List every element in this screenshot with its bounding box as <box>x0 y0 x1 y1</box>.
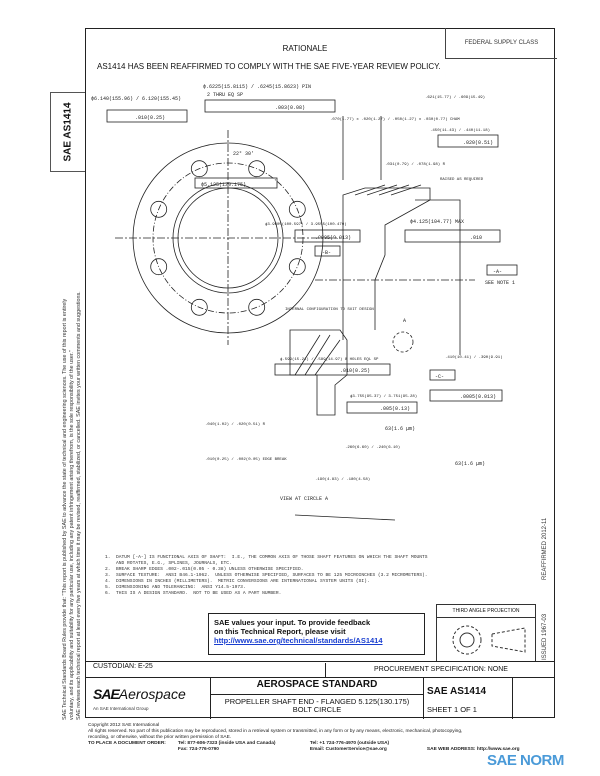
dim-recess: ϕ3.755(95.37) / 3.751(95.28) <box>350 394 417 399</box>
dim-chamfer: .070(1.77) x .020(1.27) / .050(1.27) x .… <box>330 117 460 122</box>
custodian: CUSTODIAN: E-25 <box>93 663 153 670</box>
bolt-hole <box>248 298 266 316</box>
see-note-1: SEE NOTE 1 <box>485 280 515 286</box>
dim-bolt-circle: ϕ5.125(130.175) <box>201 182 246 188</box>
disclaimer-line-3: SAE reviews each technical report at lea… <box>76 291 82 720</box>
dim-pilot-dia: ϕ4.125(104.77) MAX <box>410 219 464 225</box>
sheet-number: SHEET 1 OF 1 <box>427 705 477 714</box>
disclaimer-line-2: voluntary, and its applicability and sui… <box>69 350 75 720</box>
third-angle-projection: THIRD ANGLE PROJECTION <box>436 604 536 662</box>
federal-supply-class-box: FEDERAL SUPPLY CLASS <box>445 28 557 59</box>
bolt-hole <box>190 160 208 178</box>
disclaimer-line-1: SAE Technical Standards Board Rules prov… <box>62 298 68 720</box>
fcf-od: .010(0.25) <box>135 115 165 121</box>
note-4: 4. DIMENSIONS IN INCHES (MILLIMETERS). M… <box>105 579 370 584</box>
bolt-hole <box>288 200 306 218</box>
custodian-row <box>85 661 555 677</box>
dim-thickness-2: .450(11.43) / .440(11.18) <box>430 128 490 133</box>
dim-angle: 22° 30' <box>233 151 254 157</box>
datum-b: -B- <box>322 250 331 256</box>
rationale-title: RATIONALE <box>282 44 328 53</box>
note-5: 5. DIMENSIONING AND TOLERANCING: ANSI Y1… <box>105 585 246 590</box>
fcf-parallel: .020(0.51) <box>463 140 493 146</box>
bolt-hole <box>288 258 306 276</box>
dim-pilot-qty: 2 THRU EQ SP <box>207 92 243 98</box>
note-raised: RAISED AS REQUIRED <box>440 178 484 182</box>
sae-norm-watermark: SAE NORM <box>487 752 564 769</box>
fcf-bore: .0005(0.013) <box>315 235 351 241</box>
logo-subtitle: An SAE International Group <box>93 706 149 711</box>
dim-pilot: ϕ.6225(15.8115) / .6245(15.8623) PIN <box>203 84 311 90</box>
note-3: 3. SURFACE TEXTURE: ANSI B46.1-1962. UNL… <box>105 573 428 578</box>
bolt-hole <box>248 160 266 178</box>
fcf-perpendicular: .0005(0.013) <box>460 394 496 400</box>
fcf-bolt-holes: .010(0.25) <box>340 368 370 374</box>
note-internal-config: INTERNAL CONFIGURATION TO SUIT DESIGN <box>285 308 374 312</box>
circle-a-label: A <box>403 318 406 324</box>
bolt-hole <box>150 258 168 276</box>
bolt-hole <box>150 200 168 218</box>
fcf-recess: .005(0.13) <box>380 406 410 412</box>
dim-od: ϕ6.140(155.96) / 6.120(155.45) <box>91 96 181 102</box>
projection-symbol-icon <box>452 625 526 655</box>
datum-a: -A- <box>493 269 502 275</box>
dim-thickness-top: .621(15.77) / .609(15.49) <box>425 95 485 100</box>
document-title: PROPELLER SHAFT END - FLANGED 5.125(130.… <box>211 694 423 714</box>
technical-drawing: ϕ6.140(155.96) / 6.120(155.45) .010(0.25… <box>91 84 518 521</box>
bolt-hole <box>190 298 208 316</box>
footer: Copyright 2012 SAE International All rig… <box>88 723 520 752</box>
dim-small-radius: .040(1.02) / .020(0.51) R <box>205 422 266 427</box>
surface-finish-2: 63(1.6 μm) <box>455 461 485 467</box>
bolt-holes <box>150 160 306 316</box>
dim-flange-thickness: .410(10.41) / .390(9.91) <box>445 355 503 360</box>
sae-aerospace-logo: SAEAerospace <box>93 686 186 702</box>
note-1-cont: AND ROTATES, E.G., SPLINES, JOURNALS, ET… <box>105 561 232 566</box>
drawing-frame <box>85 28 555 718</box>
dim-bore: ϕ3.9605(100.597) / 3.9555(100.470) <box>265 222 347 227</box>
document-number: SAE AS1414 <box>427 686 487 697</box>
rationale-text: AS1414 HAS BEEN REAFFIRMED TO COMPLY WIT… <box>97 62 441 71</box>
general-notes: 1. DATUM [-A-] IS FUNCTIONAL AXIS OF SHA… <box>105 549 428 603</box>
note-6: 6. THIS IS A DESIGN STANDARD. NOT TO BE … <box>105 591 282 596</box>
note-1: 1. DATUM [-A-] IS FUNCTIONAL AXIS OF SHA… <box>105 555 428 560</box>
dim-bolt-holes: ϕ.599(15.21) / .589(14.97) 8 HOLES EQL S… <box>280 357 379 362</box>
side-doc-badge: SAE AS1414 <box>50 92 85 172</box>
dim-edge-break: .010(0.25) / .002(0.05) EDGE BREAK <box>205 457 287 462</box>
issued-date: ISSUED 1967-03 <box>542 613 548 660</box>
note-2: 2. BREAK SHARP EDGES .002-.015(0.05 - 0.… <box>105 567 304 572</box>
feedback-link[interactable]: http://www.sae.org/technical/standards/A… <box>214 636 383 645</box>
fcf-pilot: .003(0.08) <box>275 105 305 111</box>
document-category: AEROSPACE STANDARD <box>256 679 378 690</box>
sae-web-address[interactable]: SAE WEB ADDRESS: http://www.sae.org <box>426 747 520 752</box>
feedback-box: SAE values your input. To provide feedba… <box>208 613 425 655</box>
view-at-circle-a: VIEW AT CIRCLE A <box>280 496 328 502</box>
fcf-pilot-dia: .010 <box>470 235 482 241</box>
dim-190: .190(4.83) / .180(4.58) <box>315 477 370 482</box>
surface-finish-1: 63(1.6 μm) <box>385 426 415 432</box>
datum-c: -C- <box>435 374 444 380</box>
dim-radius: .031(0.79) / .078(1.98) R <box>385 162 446 167</box>
procurement-spec: PROCUREMENT SPECIFICATION: NONE <box>325 663 556 677</box>
dim-260: .260(6.60) / .240(6.10) <box>345 445 400 450</box>
title-block <box>85 677 555 719</box>
